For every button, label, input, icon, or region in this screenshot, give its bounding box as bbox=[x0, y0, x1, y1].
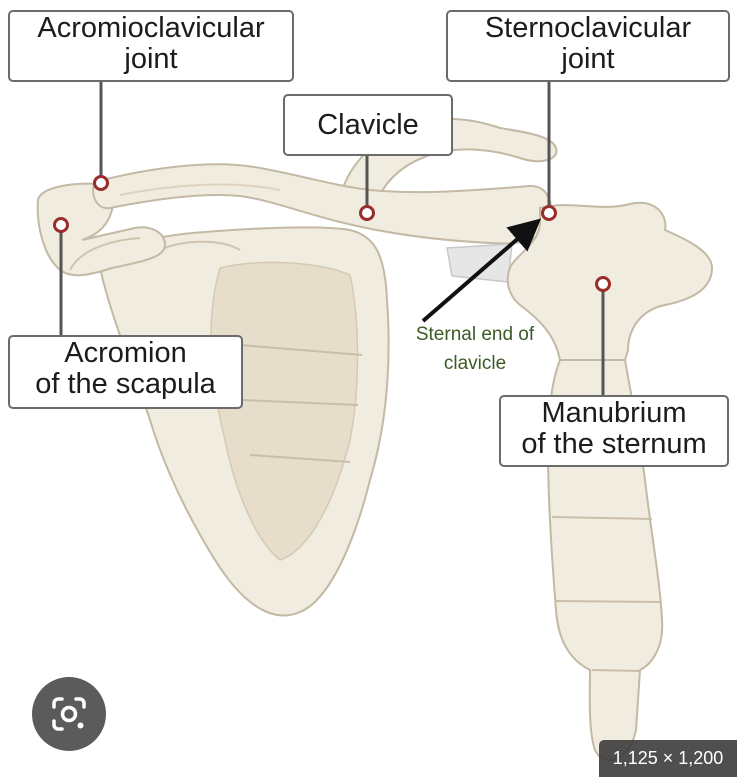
image-size-badge: 1,125 × 1,200 bbox=[599, 740, 737, 777]
leader-lines bbox=[59, 82, 605, 395]
label-line: joint bbox=[124, 43, 178, 75]
sternal-end-note: Sternal end of clavicle bbox=[385, 320, 565, 378]
label-line: Manubrium bbox=[541, 397, 687, 429]
scapula bbox=[98, 226, 390, 617]
note-line: Sternal end of bbox=[415, 324, 535, 345]
label-line: Sternoclavicular bbox=[484, 12, 692, 44]
label-line: Acromioclavicular bbox=[37, 12, 265, 44]
label-acromion: Acromion of the scapula bbox=[8, 335, 243, 409]
label-line: joint bbox=[561, 43, 615, 75]
marker-clavicle bbox=[359, 205, 375, 221]
note-line: clavicle bbox=[443, 353, 507, 374]
marker-acromioclavicular-joint bbox=[93, 175, 109, 191]
google-lens-icon bbox=[52, 697, 86, 731]
marker-dots bbox=[53, 175, 611, 292]
label-manubrium: Manubrium of the sternum bbox=[499, 395, 729, 467]
google-lens-button[interactable] bbox=[32, 677, 106, 751]
label-clavicle: Clavicle bbox=[283, 94, 453, 156]
marker-manubrium bbox=[595, 276, 611, 292]
label-line: of the sternum bbox=[521, 428, 707, 460]
label-sternoclavicular-joint: Sternoclavicular joint bbox=[446, 10, 730, 82]
marker-sternoclavicular-joint bbox=[541, 205, 557, 221]
label-acromioclavicular-joint: Acromioclavicular joint bbox=[8, 10, 294, 82]
marker-acromion bbox=[53, 217, 69, 233]
label-line: Acromion bbox=[64, 337, 187, 369]
sternal-end-arrow bbox=[421, 218, 542, 323]
label-line: Clavicle bbox=[317, 109, 419, 141]
label-line: of the scapula bbox=[35, 368, 216, 400]
